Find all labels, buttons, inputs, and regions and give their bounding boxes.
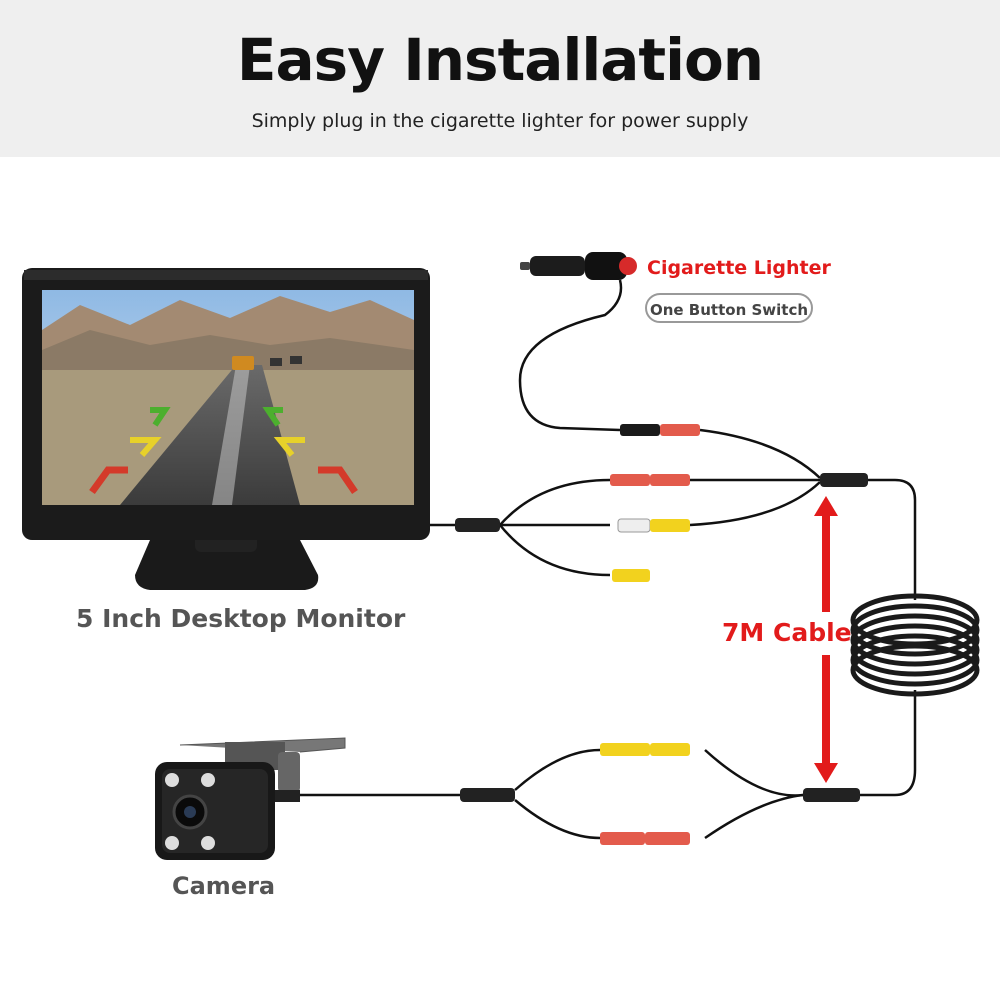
cigarette-lighter-plug-icon	[520, 252, 637, 280]
camera-icon	[155, 737, 346, 860]
camera-label: Camera	[172, 872, 276, 900]
av-branch	[499, 524, 611, 577]
page-subtitle: Simply plug in the cigarette lighter for…	[251, 110, 749, 132]
monitor-icon	[22, 268, 430, 590]
monitor-screen	[42, 290, 414, 505]
double-arrow-icon	[814, 496, 838, 783]
header-band: Easy Installation Simply plug in the cig…	[0, 0, 1000, 157]
power-cable	[518, 279, 623, 432]
one-button-switch-badge: One Button Switch	[645, 293, 813, 323]
cable-coil-icon	[850, 593, 980, 697]
main-cable-bottom	[860, 690, 917, 797]
cable-length-label: 7M Cable	[722, 618, 852, 647]
cables	[300, 279, 917, 840]
cigarette-lighter-label: Cigarette Lighter	[647, 257, 831, 279]
monitor-label: 5 Inch Desktop Monitor	[76, 604, 406, 633]
main-cable-top	[868, 478, 917, 600]
power-branch	[499, 478, 611, 526]
page-title: Easy Installation	[236, 26, 764, 94]
installation-diagram	[22, 252, 980, 860]
connectors	[455, 424, 868, 845]
